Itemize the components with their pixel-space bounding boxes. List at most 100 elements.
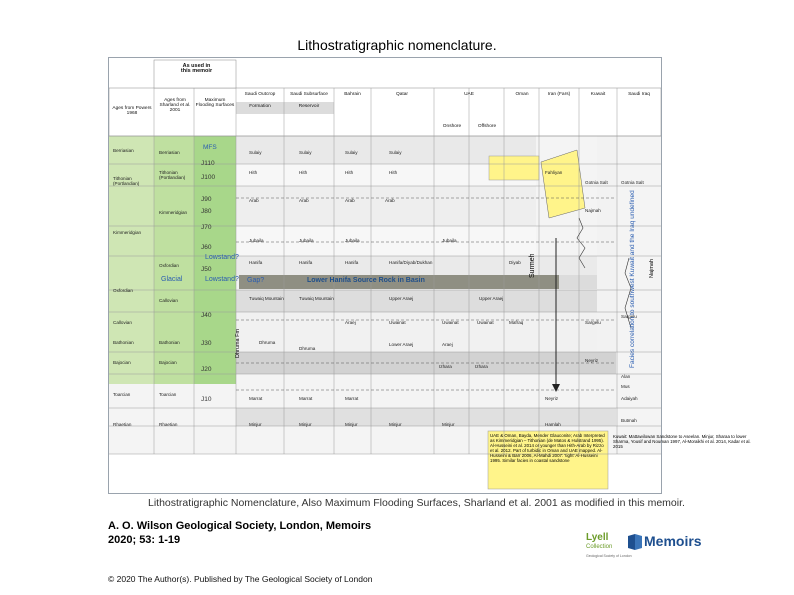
stage-kimmeridgian: Kimmeridgian [113,230,142,235]
mfs-j100: J100 [201,174,216,181]
stage-bathonian: Bathonian [113,340,134,345]
header-line-1: As used in [182,63,211,69]
subheader-reservoir: Reservoir [298,104,320,109]
mfs-j40: J40 [201,312,212,319]
fm-arab-4: Arab [385,198,395,203]
gap-label: Gap? [247,277,265,284]
col-oman: Oman [515,92,529,97]
stage2-rhaetian: Rhaetian [159,422,178,427]
fm-hanifa: Hanifa [249,260,263,265]
fm-jubaila-4: Jubaila [442,238,457,243]
fm-minjur-2: Minjur [299,422,312,427]
fm-hith-2: Hith [299,170,308,175]
mfs-j110: J110 [201,160,215,167]
fm-uwainat: Uwainat [389,320,406,325]
fm-uwainat-3: Uwainat [477,320,494,325]
fm-tuwaiq-2: Tuwaiq Mountain [299,296,334,301]
fm-butmah: Butmah [621,418,637,423]
fm-mus: Mus [621,384,630,389]
fm-hanifa-2: Hanifa [299,260,313,265]
stage-berriasian: Berriasian [113,148,134,153]
stage2-tithonian: Tithonian (Portlandian) [159,170,186,180]
fm-sulaiy-4: Sulaiy [389,150,402,155]
subheader-onshore: Onshore [442,124,462,129]
mfs-j50: J50 [201,266,212,273]
stratigraphy-figure: As used in this memoir Ages from Powers … [108,57,751,494]
stratigraphy-chart [108,59,662,490]
fm-fahliyan: Fahliyan [545,170,563,175]
stage-bajocian: Bajocian [113,360,131,365]
mfs-j80: J80 [201,208,212,215]
fm-lower-araej: Lower Araej [389,342,414,347]
collection-word: Collection [586,544,613,550]
fm-hamlah: Hamlah [545,422,561,427]
fm-izhara-2: Izhara [475,364,488,369]
fm-gotnia: Gotnia Salt [585,180,608,185]
kuwait-note: Kuwait: Mattawilowan Sandstone to Aseela… [613,434,751,449]
col-uae: UAE [464,92,474,97]
fm-upper-araej-2: Upper Araej [479,296,504,301]
fm-sulaiy: Sulaiy [249,150,262,155]
citation-line-1: A. O. Wilson Geological Society, London,… [108,520,372,532]
lyell-word: Lyell [586,532,609,543]
lowstand-label-2: Lowstand? [205,276,239,283]
mfs-label: MFS [203,144,217,151]
mfs-j90: J90 [201,196,212,203]
fm-hith-4: Hith [389,170,398,175]
slide-title: Lithostratigraphic nomenclature. [297,37,497,53]
subheader-formation: Formation [249,104,271,109]
mfs-j70: J70 [201,224,212,231]
fm-arab: Arab [249,198,259,203]
fm-jubaila-2: Jubaila [299,238,314,243]
fm-arab-2: Arab [299,198,309,203]
dhruma-side-label: Dhruma Fm [235,328,241,358]
col-bahrain: Bahrain [344,92,361,97]
fm-marrat-2: Marrat [299,396,313,401]
col-ages-sharland: Ages from Sharland et al. 2001 [159,98,191,113]
fm-jubaila-3: Jubaila [345,238,360,243]
fm-adaiyah: Adaiyah [621,396,638,401]
fm-uwainat-2: Uwainat [442,320,459,325]
fm-dhruma: Dhruma [259,340,276,345]
mfs-j10: J10 [201,396,212,403]
source-rock-banner: Lower Hanifa Source Rock in Basin [307,277,425,284]
col-saudi-outcrop: Saudi Outcrop [244,92,276,97]
fm-izhara: Izhara [439,364,452,369]
fm-upper-araej: Upper Araej [389,296,414,301]
fm-alan: Alan [621,374,631,379]
fm-jubaila: Jubaila [249,238,264,243]
fm-minjur: Minjur [249,422,262,427]
glacial-label: Glacial [161,276,183,283]
col-iran: Iran (Fars) [547,92,571,97]
copyright: © 2020 The Author(s). Published by The G… [108,574,373,584]
stage-toarcian: Toarcian [113,392,131,397]
col-saudi-iraq: Saudi Iraq [628,92,650,97]
book-icon [628,534,642,550]
stage2-bathonian: Bathonian [159,340,180,345]
fm-sargelu: Sargelu [585,320,601,325]
stage-oxfordian: Oxfordian [113,288,133,293]
lyell-memoirs-logo: Lyell Collection Geological Society of L… [586,528,711,568]
stage2-callovian: Callovian [159,298,178,303]
fm-hanifa-3: Hanifa [345,260,359,265]
mfs-j20: J20 [201,366,212,373]
citation-line-2: 2020; 53: 1-19 [108,534,181,546]
fm-minjur-4: Minjur [389,422,402,427]
fm-minjur-3: Minjur [345,422,358,427]
fm-gotnia-2: Gotnia Salt [621,180,644,185]
memoirs-word: Memoirs [644,533,702,549]
fm-sulaiy-3: Sulaiy [345,150,358,155]
fm-arab-3: Arab [345,198,355,203]
stage-rhaetian: Rhaetian [113,422,132,427]
col-qatar: Qatar [396,92,408,97]
stage2-toarcian: Toarcian [159,392,177,397]
fm-hanifa-diyab: Hanifa/Diyab/Dukhan [389,260,433,265]
lowstand-label: Lowstand? [205,254,239,261]
subheader-offshore: Offshore [477,124,497,129]
fm-neyriz: Neyriz [585,358,599,363]
fm-marrat-3: Marrat [345,396,359,401]
fm-minjur-5: Minjur [442,422,455,427]
figure-caption: Lithostratigraphic Nomenclature, Also Ma… [148,497,685,509]
fm-mafraq: Mafraq [509,320,524,325]
col-kuwait: Kuwait [590,92,606,97]
